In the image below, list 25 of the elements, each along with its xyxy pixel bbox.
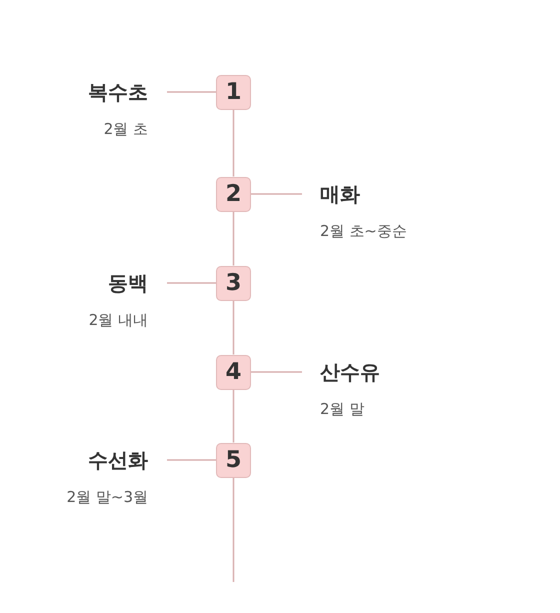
step-number: 1	[216, 74, 251, 110]
flower-name: 매화	[302, 179, 442, 209]
connector-line	[167, 282, 216, 284]
connector-line	[167, 91, 216, 93]
bloom-period: 2월 초	[104, 120, 148, 139]
bloom-period: 2월 내내	[88, 311, 148, 330]
timeline-line	[232, 390, 234, 442]
step-number: 4	[216, 354, 251, 390]
connector-line	[167, 459, 216, 461]
flower-name: 산수유	[302, 357, 442, 387]
bloom-period: 2월 말~3월	[66, 488, 148, 507]
bloom-period: 2월 말	[320, 400, 364, 419]
timeline-line	[232, 300, 234, 354]
step-number: 2	[216, 176, 251, 212]
step-number: 3	[216, 266, 251, 300]
connector-line	[251, 371, 302, 373]
step-number: 5	[216, 442, 251, 478]
flower-name: 수선화	[40, 445, 167, 475]
timeline-line	[232, 212, 234, 266]
timeline-line	[232, 478, 234, 582]
bloom-period: 2월 초~중순	[320, 222, 407, 241]
timeline-line	[232, 110, 234, 176]
flower-name: 동백	[40, 268, 167, 298]
flower-name: 복수초	[40, 77, 167, 107]
connector-line	[251, 193, 302, 195]
